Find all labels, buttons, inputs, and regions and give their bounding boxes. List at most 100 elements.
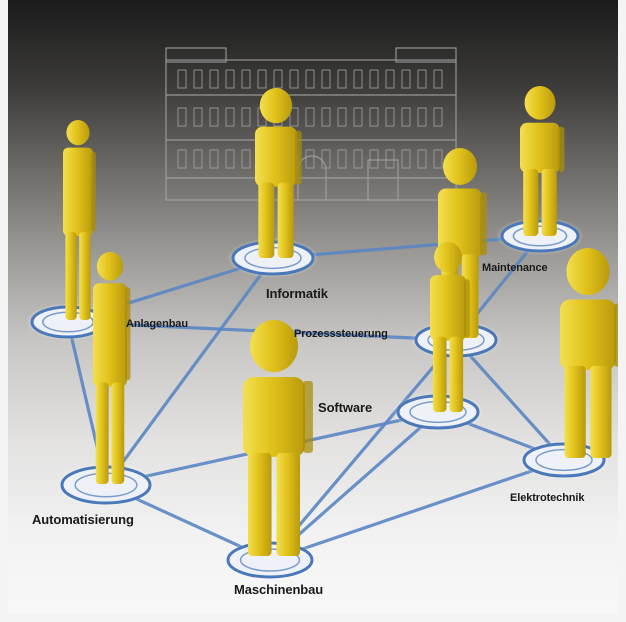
figure-torso <box>438 188 482 259</box>
building-window <box>337 149 347 169</box>
building-window <box>369 149 379 169</box>
figure-right-leg <box>276 452 301 556</box>
node-label-anlagenbau: Anlagenbau <box>126 318 188 330</box>
building-window <box>433 107 443 127</box>
figure-right-leg <box>541 169 557 236</box>
person-figure-icon <box>93 252 131 484</box>
figure-right-leg <box>277 182 294 258</box>
figure-left-leg <box>95 382 109 484</box>
building-window <box>193 69 203 89</box>
figure-torso <box>243 377 305 457</box>
building-window <box>225 107 235 127</box>
building-icon <box>165 47 457 201</box>
figure-side-shade <box>295 130 302 185</box>
building-window <box>321 149 331 169</box>
figure-side-shade <box>303 381 313 453</box>
figure-head <box>434 242 462 273</box>
figure-right-leg <box>79 232 91 320</box>
figure-side-shade <box>480 192 488 256</box>
figure-head <box>250 320 298 373</box>
building-window <box>369 69 379 89</box>
person-figure-icon <box>520 86 565 236</box>
building-window <box>417 69 427 89</box>
building-windows <box>177 69 443 169</box>
figure-torso <box>255 126 297 187</box>
figure-left-leg <box>523 169 539 236</box>
figure-torso <box>560 299 616 370</box>
building-window <box>401 107 411 127</box>
building-window <box>417 107 427 127</box>
figure-torso <box>430 275 466 341</box>
network-illustration: Informatik Maintenance Anlagenbau Prozes… <box>8 0 618 614</box>
figure-head <box>259 88 293 124</box>
figure-side-shade <box>125 287 131 381</box>
person-figure-icon <box>560 247 618 458</box>
figure-left-leg <box>432 336 447 412</box>
building-window <box>241 69 251 89</box>
figure-side-shade <box>464 279 470 339</box>
building-window <box>209 149 219 169</box>
building-window <box>177 149 187 169</box>
figure-left-leg <box>258 182 275 258</box>
building-window <box>353 107 363 127</box>
person-figure-icon <box>430 242 470 412</box>
people-figures <box>63 86 618 556</box>
building-window <box>225 149 235 169</box>
building-window <box>177 107 187 127</box>
building-window <box>289 69 299 89</box>
building-window <box>385 149 395 169</box>
building-window <box>209 69 219 89</box>
platform-ring-icon <box>518 440 610 480</box>
building-window <box>273 69 283 89</box>
building-window <box>193 107 203 127</box>
building-window <box>433 69 443 89</box>
building-window <box>401 69 411 89</box>
building-window <box>209 107 219 127</box>
figure-torso <box>93 283 127 387</box>
node-label-prozesssteuerung: Prozesssteuerung <box>294 328 388 340</box>
building-window <box>321 107 331 127</box>
building-window <box>417 149 427 169</box>
building-window <box>193 149 203 169</box>
person-figure-icon <box>255 88 302 258</box>
platform-inner-ring <box>535 448 593 472</box>
building-window <box>305 107 315 127</box>
building-window <box>305 149 315 169</box>
figure-torso <box>63 147 93 236</box>
building-window <box>433 149 443 169</box>
figure-side-shade <box>614 303 618 367</box>
figure-left-leg <box>65 232 77 320</box>
figure-head <box>96 252 124 281</box>
network-line-informatik-automatisierung <box>104 256 275 487</box>
person-figure-icon <box>243 320 313 556</box>
node-label-elektrotechnik: Elektrotechnik <box>510 492 585 504</box>
building-window <box>257 69 267 89</box>
network-line-maschinenbau-elektrotechnik <box>268 458 566 562</box>
figure-side-shade <box>558 126 565 172</box>
figure-left-leg <box>564 365 586 458</box>
building-window <box>385 107 395 127</box>
node-label-software: Software <box>318 400 373 415</box>
figure-head <box>524 86 556 120</box>
building-window <box>321 69 331 89</box>
building-window <box>177 69 187 89</box>
figure-right-leg <box>111 382 125 484</box>
platform-ring-icon <box>56 463 156 507</box>
node-label-maschinenbau: Maschinenbau <box>234 582 324 597</box>
building-window <box>289 107 299 127</box>
building-window <box>305 69 315 89</box>
building-window <box>353 69 363 89</box>
person-figure-icon <box>63 120 96 320</box>
building-window <box>337 107 347 127</box>
network-diagram <box>26 47 618 581</box>
building-window <box>369 107 379 127</box>
node-label-automatisierung: Automatisierung <box>32 512 134 527</box>
figure-head <box>566 247 610 296</box>
building-window <box>337 69 347 89</box>
figure-torso <box>520 122 560 173</box>
building-window <box>353 149 363 169</box>
figure-left-leg <box>247 452 272 556</box>
platform-inner-ring <box>512 225 568 247</box>
network-lines <box>66 234 566 562</box>
figure-side-shade <box>91 151 96 232</box>
